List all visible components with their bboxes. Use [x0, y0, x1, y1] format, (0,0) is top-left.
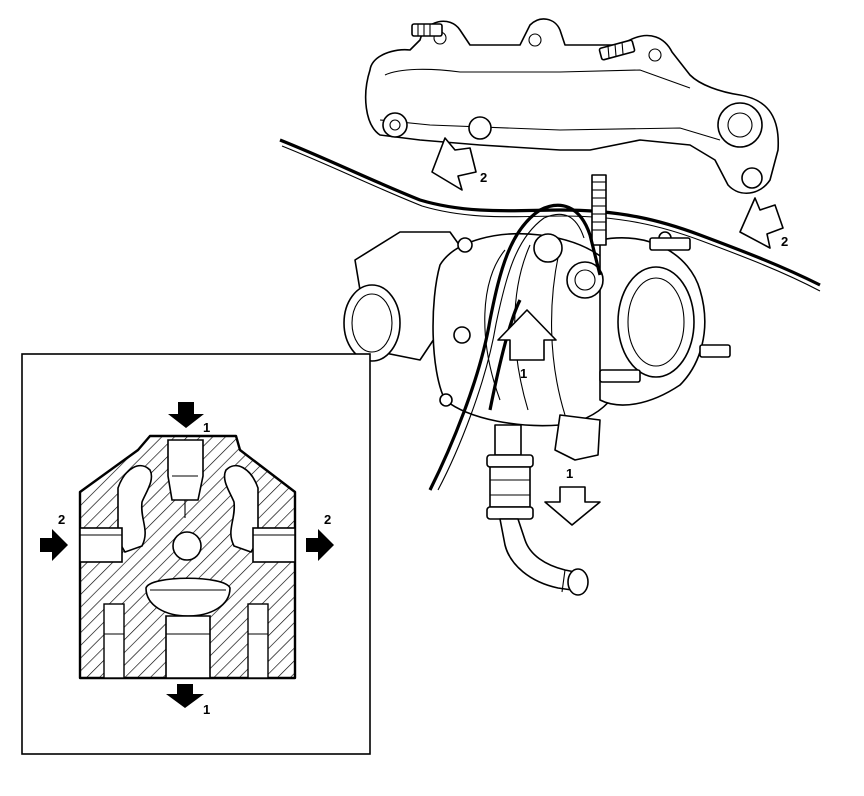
manifold-arrow-left-label: 2 — [480, 170, 487, 185]
exhaust-manifold — [364, 18, 780, 194]
inset-arrow-top-label: 1 — [203, 420, 210, 435]
manifold-arrow-left: 2 — [431, 137, 487, 191]
inset-arrow-bottom: 1 — [166, 684, 210, 717]
outlet-arrow-label: 1 — [566, 466, 573, 481]
heat-shield-outline — [279, 138, 821, 287]
inset-cross-section: 1 1 2 2 — [21, 353, 371, 755]
inlet-arrow-label: 1 — [520, 366, 527, 381]
manifold-arrow-right: 2 — [739, 197, 788, 249]
outlet-arrow-down: 1 — [544, 466, 601, 526]
inset-arrow-top: 1 — [168, 402, 210, 435]
manifold-stud-right — [598, 39, 636, 61]
inset-arrow-bottom-label: 1 — [203, 702, 210, 717]
oil-feed-pipe — [428, 203, 602, 491]
inset-arrow-left: 2 — [40, 512, 68, 561]
threaded-stud — [591, 174, 607, 246]
inset-arrow-right-label: 2 — [324, 512, 331, 527]
inset-arrow-right: 2 — [306, 512, 334, 561]
oil-return-hose — [486, 424, 589, 596]
manifold-arrow-right-label: 2 — [781, 234, 788, 249]
manifold-stud-left — [411, 23, 443, 37]
turbocharger-housing — [343, 174, 731, 461]
inset-arrow-left-label: 2 — [58, 512, 65, 527]
inlet-arrow-up: 1 — [497, 309, 557, 381]
